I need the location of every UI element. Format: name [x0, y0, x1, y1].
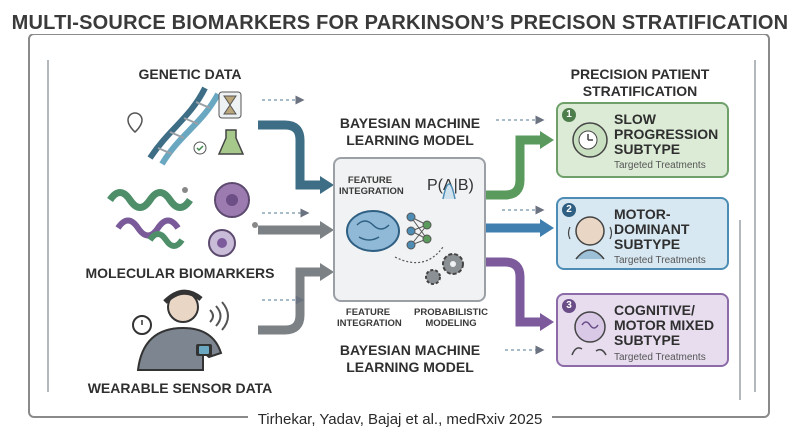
- feature-integration-top-label: FEATURE INTEGRATION: [339, 175, 404, 197]
- card-subtitle: Targeted Treatments: [614, 352, 706, 363]
- citation: Tirhekar, Yadav, Bajaj et al., medRxiv 2…: [0, 411, 800, 428]
- protein-icon: [107, 189, 193, 249]
- model-title-bottom: BAYESIAN MACHINE LEARNING MODEL: [339, 342, 481, 375]
- neural-network-icon: [406, 212, 432, 250]
- cell-icon-2: [208, 229, 236, 257]
- card-subtitle: Targeted Treatments: [614, 160, 706, 171]
- card-number: 2: [562, 203, 576, 217]
- gear-icon: [442, 253, 464, 275]
- card-title: MOTOR-DOMINANT SUBTYPE: [614, 206, 690, 252]
- molecular-biomarkers-label: MOLECULAR BIOMARKERS: [85, 265, 275, 281]
- probabilistic-modeling-label: PROBABILISTIC MODELING: [414, 307, 488, 329]
- tremor-head-icon: [567, 216, 612, 260]
- subtype-card-2: 2 MOTOR-DOMINANT SUBTYPE Targeted Treatm…: [556, 197, 729, 270]
- stratification-header: PRECISION PATIENT STRATIFICATION: [570, 66, 710, 99]
- brain-icon: [346, 210, 400, 252]
- page-title: MULTI-SOURCE BIOMARKERS FOR PARKINSON’S …: [0, 12, 800, 35]
- head-clock-icon: [572, 122, 608, 158]
- card-title: COGNITIVE/ MOTOR MIXED SUBTYPE: [614, 302, 715, 348]
- small-molecule-icon: [182, 187, 258, 228]
- dna-icon: [147, 86, 221, 166]
- checkmark-icon: [193, 141, 207, 155]
- signal-waves-icon: [209, 301, 229, 331]
- smartwatch-icon: [196, 344, 212, 356]
- card-number: 3: [562, 299, 576, 313]
- flask-icon: [217, 129, 245, 155]
- model-title-top: BAYESIAN MACHINE LEARNING MODEL: [339, 115, 481, 148]
- card-title: SLOW PROGRESSION SUBTYPE: [614, 111, 719, 157]
- hourglass-icon: [218, 91, 242, 119]
- feature-integration-bottom-label: FEATURE INTEGRATION: [337, 307, 402, 329]
- stopwatch-icon: [132, 315, 152, 335]
- person-icon: [136, 289, 223, 371]
- cell-icon: [214, 182, 250, 218]
- location-pin-icon: [127, 112, 143, 133]
- card-number: 1: [562, 108, 576, 122]
- subtype-card-1: 1 SLOW PROGRESSION SUBTYPE Targeted Trea…: [556, 102, 729, 178]
- brain-head-icon: [571, 311, 607, 356]
- gear-icon-small: [425, 269, 441, 285]
- wearable-sensor-label: WEARABLE SENSOR DATA: [87, 380, 273, 396]
- card-subtitle: Targeted Treatments: [614, 255, 706, 266]
- genetic-data-label: GENETIC DATA: [138, 66, 242, 82]
- subtype-card-3: 3 COGNITIVE/ MOTOR MIXED SUBTYPE Targete…: [556, 293, 729, 367]
- bayesian-model-box: FEATURE INTEGRATION P(A|B) FEATURE INTEG…: [333, 157, 488, 329]
- model-internals: [346, 183, 464, 285]
